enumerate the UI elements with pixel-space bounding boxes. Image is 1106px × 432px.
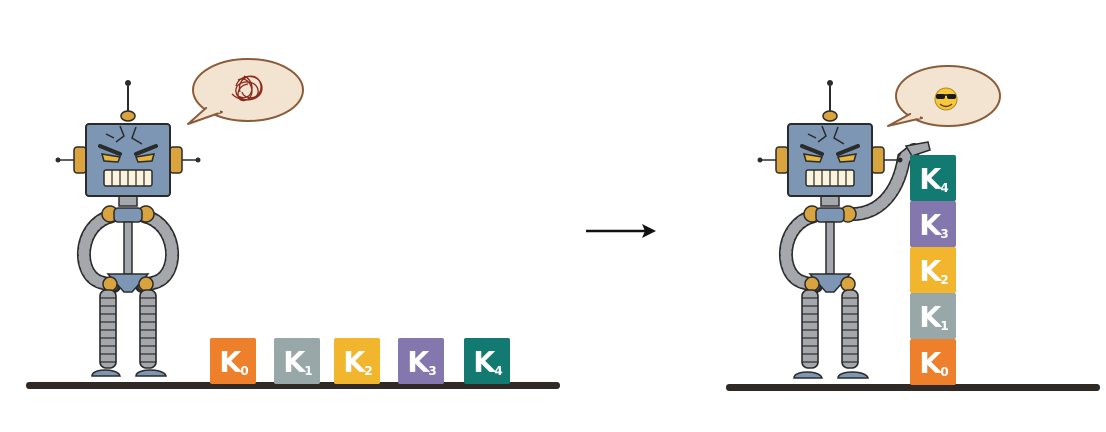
block-subscript: 1: [940, 319, 948, 333]
block-subscript: 4: [940, 181, 948, 195]
block-letter: K: [919, 255, 942, 288]
block-face: [398, 338, 444, 384]
block-face: [910, 201, 956, 247]
block-face: [910, 339, 956, 385]
left-robot: [53, 78, 203, 377]
cool-sunglasses-emoji-icon: [934, 87, 958, 111]
block-face: [210, 338, 256, 384]
block-letter: K: [283, 346, 306, 379]
right-arrow-icon: [586, 224, 656, 238]
block-face: [464, 338, 510, 384]
left-thought-bubble: [187, 58, 304, 125]
block-letter: K: [473, 346, 496, 379]
block-face: [910, 155, 956, 201]
block-letter: K: [219, 346, 242, 379]
block-letter: K: [919, 301, 942, 334]
block-face: [334, 338, 380, 384]
block-letter: K: [343, 346, 366, 379]
block-face: [910, 293, 956, 339]
block-letter: K: [919, 347, 942, 380]
tangled-scribble-icon: [231, 75, 263, 102]
block-subscript: 2: [364, 364, 372, 378]
block-subscript: 0: [240, 364, 248, 378]
block-letter: K: [919, 163, 942, 196]
block-subscript: 0: [940, 365, 948, 379]
block-subscript: 1: [304, 364, 312, 378]
right-thought-bubble: [887, 65, 1001, 127]
right-ground-line: [726, 384, 1100, 391]
right-robot: [755, 78, 931, 379]
block-subscript: 4: [494, 364, 502, 378]
block-letter: K: [407, 346, 430, 379]
block-subscript: 2: [940, 273, 948, 287]
block-face: [910, 247, 956, 293]
block-subscript: 3: [428, 364, 436, 378]
block-letter: K: [919, 209, 942, 242]
block-face: [274, 338, 320, 384]
block-subscript: 3: [940, 227, 948, 241]
